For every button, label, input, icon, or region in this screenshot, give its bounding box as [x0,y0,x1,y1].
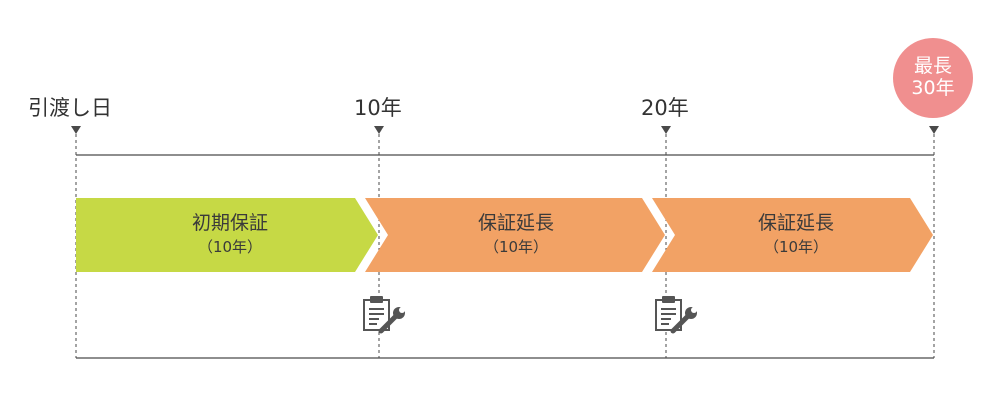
badge-line-1: 最長 [913,55,952,77]
segment-title: 保証延長 [477,212,554,234]
segment-extension-2-label: 保証延長 （10年） [686,211,906,259]
segment-duration: （10年） [197,238,263,256]
maintenance-clipboard-wrench-icon [363,296,405,334]
segment-title: 保証延長 [757,212,834,234]
segment-extension-1-arrow [365,198,665,272]
segment-title: 初期保証 [191,212,268,234]
segment-duration: （10年） [483,238,549,256]
milestone-marker-10y [374,126,384,134]
badge-line-2: 30年 [911,77,955,99]
milestone-marker-20y [661,126,671,134]
milestone-marker-30y [929,126,939,134]
milestone-label-10-years: 10年 [354,96,402,120]
milestone-marker-start [71,126,81,134]
segment-extension-1-label: 保証延長 （10年） [406,211,626,259]
milestone-label-handover: 引渡し日 [28,96,112,120]
segment-extension-2-arrow [652,198,933,272]
segment-duration: （10年） [763,238,829,256]
segment-initial-warranty-arrow [76,198,378,272]
maintenance-clipboard-wrench-icon [655,296,697,334]
max-period-badge: 最長 30年 [893,38,973,118]
milestone-label-20-years: 20年 [641,96,689,120]
segment-initial-warranty-label: 初期保証 （10年） [120,211,340,259]
